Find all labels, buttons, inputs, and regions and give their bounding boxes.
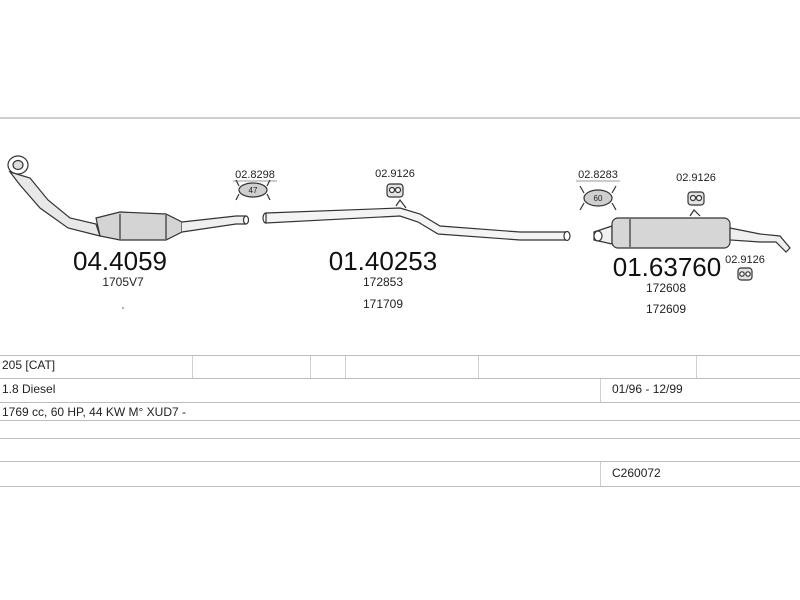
part-number-main: 01.40253 (329, 246, 437, 276)
clamp-size-label: 47 (249, 186, 258, 195)
clamp-icon (579, 185, 617, 211)
part-number-ref: 1705V7 (102, 275, 144, 289)
part-number-main: 01.63760 (613, 252, 721, 282)
date-range-cell: 01/96 - 12/99 (612, 382, 683, 396)
hanger-code-label: 02.9126 (676, 172, 716, 184)
part-number-main: 04.4059 (73, 246, 167, 276)
engine-cell: 1.8 Diesel (2, 382, 56, 396)
spec-cell: 1769 cc, 60 HP, 44 KW M° XUD7 - (2, 405, 186, 419)
model-cell: 205 [CAT] (2, 358, 56, 372)
part-number-ref: 172853 (363, 275, 403, 289)
hanger-code-label: 02.9126 (725, 254, 765, 266)
clamp-icon (235, 179, 271, 201)
rubber-hanger-icon (386, 183, 404, 198)
hanger-code-label: 02.9126 (375, 168, 415, 180)
clamp-size-label: 60 (594, 194, 603, 203)
part-number-ref: 172608 (646, 281, 686, 295)
clamp-code-label: 02.8283 (578, 169, 618, 181)
part-number-ref: 171709 (363, 297, 403, 311)
part-number-ref: 172609 (646, 302, 686, 316)
rear-silencer (593, 209, 791, 253)
rubber-hanger-icon (737, 267, 753, 281)
intermediate-pipe (262, 198, 571, 242)
code-cell: C260072 (612, 466, 661, 480)
rubber-hanger-icon (687, 191, 705, 206)
front-pipe-catalyst (7, 155, 250, 241)
clamp-code-label: 02.8298 (235, 169, 275, 181)
